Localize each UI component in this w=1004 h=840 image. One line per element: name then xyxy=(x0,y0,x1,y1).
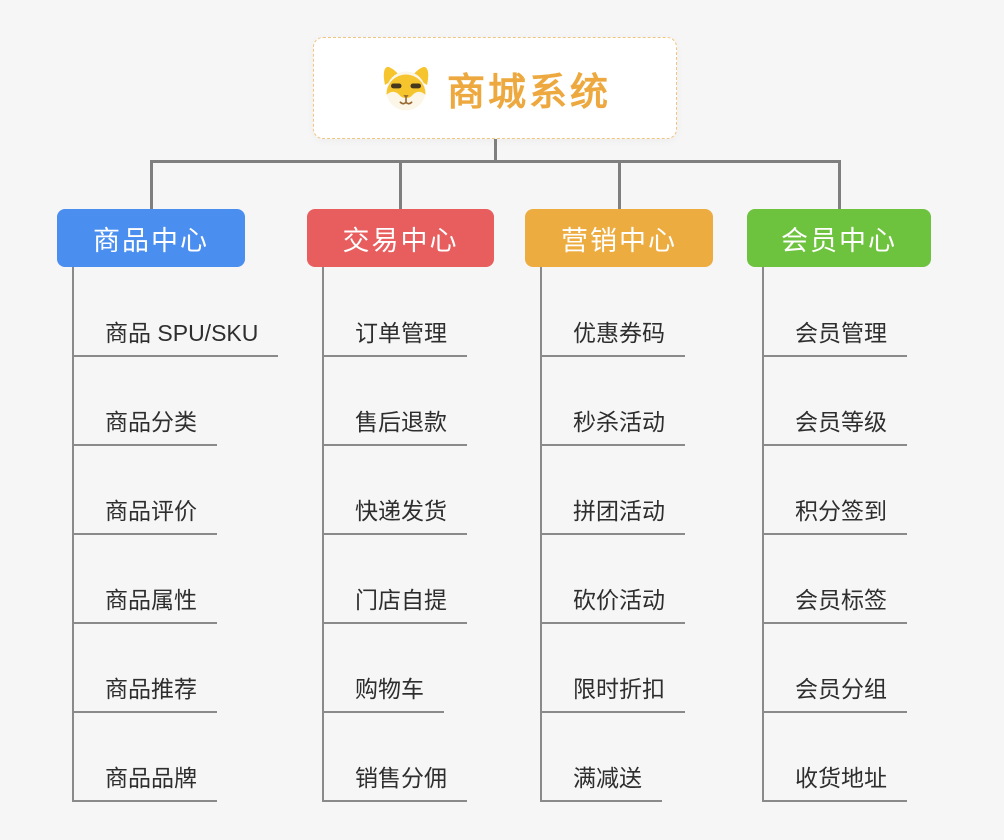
leaf-label: 门店自提 xyxy=(355,587,447,613)
leaf-node[interactable]: 商品 SPU/SKU xyxy=(72,319,279,357)
root-stem-line xyxy=(493,139,497,163)
leaf-label: 订单管理 xyxy=(355,320,447,346)
branch-label: 营销中心 xyxy=(561,225,677,256)
leaf-node[interactable]: 拼团活动 xyxy=(540,497,685,535)
leaf-label: 商品属性 xyxy=(105,587,197,613)
leaf-label: 拼团活动 xyxy=(573,498,665,524)
leaf-node[interactable]: 会员标签 xyxy=(762,586,907,624)
branch-header-member-center[interactable]: 会员中心 xyxy=(747,209,931,267)
leaf-node[interactable]: 商品分类 xyxy=(72,408,217,446)
leaf-label: 快递发货 xyxy=(355,498,447,524)
leaf-label: 会员分组 xyxy=(795,676,887,702)
leaf-label: 售后退款 xyxy=(355,409,447,435)
branch-column-member-center: 会员中心 会员管理会员等级积分签到会员标签会员分组收货地址 xyxy=(747,209,931,840)
root-node[interactable]: 商城系统 xyxy=(313,37,677,139)
leaf-label: 会员管理 xyxy=(795,320,887,346)
leaf-node[interactable]: 门店自提 xyxy=(322,586,467,624)
leaf-node[interactable]: 购物车 xyxy=(322,675,444,713)
leaf-node[interactable]: 收货地址 xyxy=(762,764,907,802)
leaf-label: 购物车 xyxy=(355,676,424,702)
leaf-node[interactable]: 会员分组 xyxy=(762,675,907,713)
leaf-node[interactable]: 秒杀活动 xyxy=(540,408,685,446)
leaf-label: 砍价活动 xyxy=(573,587,665,613)
branch-drop-line xyxy=(617,162,621,210)
branch-column-product-center: 商品中心 商品 SPU/SKU 商品分类商品评价商品属性商品推荐商品品牌 xyxy=(57,209,279,840)
branch-label: 会员中心 xyxy=(781,225,897,256)
leaf-node[interactable]: 商品评价 xyxy=(72,497,217,535)
leaf-label: 商品评价 xyxy=(105,498,197,524)
leaf-node[interactable]: 砍价活动 xyxy=(540,586,685,624)
root-title: 商城系统 xyxy=(446,71,611,114)
leaf-node[interactable]: 会员管理 xyxy=(762,319,907,357)
leaf-label: 商品推荐 xyxy=(105,676,197,702)
leaf-label: 会员等级 xyxy=(795,409,887,435)
leaf-label: 商品品牌 xyxy=(105,765,197,791)
leaf-node[interactable]: 订单管理 xyxy=(322,319,467,357)
branch-rail-line xyxy=(149,159,841,163)
branch-column-trade-center: 交易中心 订单管理售后退款快递发货门店自提购物车销售分佣 xyxy=(307,209,494,840)
branch-label: 交易中心 xyxy=(342,225,459,256)
leaf-node[interactable]: 满减送 xyxy=(540,764,662,802)
leaf-node[interactable]: 售后退款 xyxy=(322,408,467,446)
branch-header-trade-center[interactable]: 交易中心 xyxy=(307,209,494,267)
leaf-node[interactable]: 优惠券码 xyxy=(540,319,685,357)
branch-drop-line xyxy=(837,162,841,210)
shiba-dog-face-icon xyxy=(383,66,429,111)
branch-label: 商品中心 xyxy=(93,225,209,256)
leaf-label: 商品分类 xyxy=(105,409,197,435)
leaf-label: 积分签到 xyxy=(795,498,887,524)
branch-column-marketing-center: 营销中心 优惠券码秒杀活动拼团活动砍价活动限时折扣满减送 xyxy=(525,209,713,840)
leaf-node[interactable]: 商品品牌 xyxy=(72,764,217,802)
leaf-label: 销售分佣 xyxy=(355,765,447,791)
branch-drop-line xyxy=(399,162,402,210)
leaf-label: 秒杀活动 xyxy=(573,409,665,435)
branch-header-marketing-center[interactable]: 营销中心 xyxy=(525,209,713,267)
branch-drop-line xyxy=(149,162,153,210)
leaf-node[interactable]: 限时折扣 xyxy=(540,675,685,713)
leaf-label: 优惠券码 xyxy=(573,320,665,346)
leaf-label: 会员标签 xyxy=(795,587,887,613)
leaf-label: 商品 SPU/SKU xyxy=(105,320,259,346)
leaf-label: 满减送 xyxy=(573,765,642,791)
leaf-label: 收货地址 xyxy=(795,765,887,791)
leaf-node[interactable]: 快递发货 xyxy=(322,497,467,535)
leaf-node[interactable]: 商品属性 xyxy=(72,586,217,624)
leaf-node[interactable]: 会员等级 xyxy=(762,408,907,446)
leaf-node[interactable]: 积分签到 xyxy=(762,497,907,535)
branch-header-product-center[interactable]: 商品中心 xyxy=(57,209,245,267)
leaf-label: 限时折扣 xyxy=(573,676,665,702)
leaf-node[interactable]: 销售分佣 xyxy=(322,764,467,802)
leaf-node[interactable]: 商品推荐 xyxy=(72,675,217,713)
